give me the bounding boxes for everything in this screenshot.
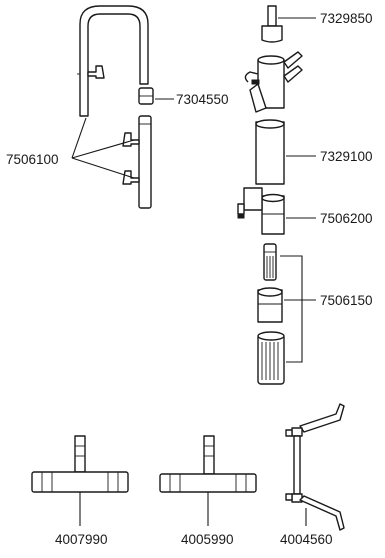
- coupling-ring: [257, 287, 283, 323]
- t-piece-small: [159, 435, 257, 493]
- label-4004560: 4004560: [280, 532, 333, 547]
- label-7506100: 7506100: [6, 152, 59, 167]
- filter-tube: [255, 119, 285, 185]
- t-piece-large: [31, 435, 129, 493]
- label-7304550: 7304550: [176, 92, 229, 107]
- straight-pipe: [122, 115, 152, 209]
- label-4005990: 4005990: [181, 532, 234, 547]
- filter-head: [244, 51, 303, 113]
- leader-7506150: [280, 255, 316, 363]
- connector-sleeve: [138, 87, 154, 105]
- label-7329850: 7329850: [320, 11, 373, 26]
- label-7506200: 7506200: [320, 211, 373, 226]
- outlet-nozzle: [261, 5, 283, 43]
- mounting-bracket: [285, 403, 345, 531]
- label-4007990: 4007990: [55, 532, 108, 547]
- leader-7506100: [71, 117, 135, 179]
- intake-u-pipe: [77, 5, 149, 117]
- label-7506150: 7506150: [320, 293, 373, 308]
- label-7329100: 7329100: [320, 149, 373, 164]
- control-valve: [237, 187, 285, 235]
- adapter-piece: [263, 243, 277, 281]
- strainer-basket: [257, 331, 285, 385]
